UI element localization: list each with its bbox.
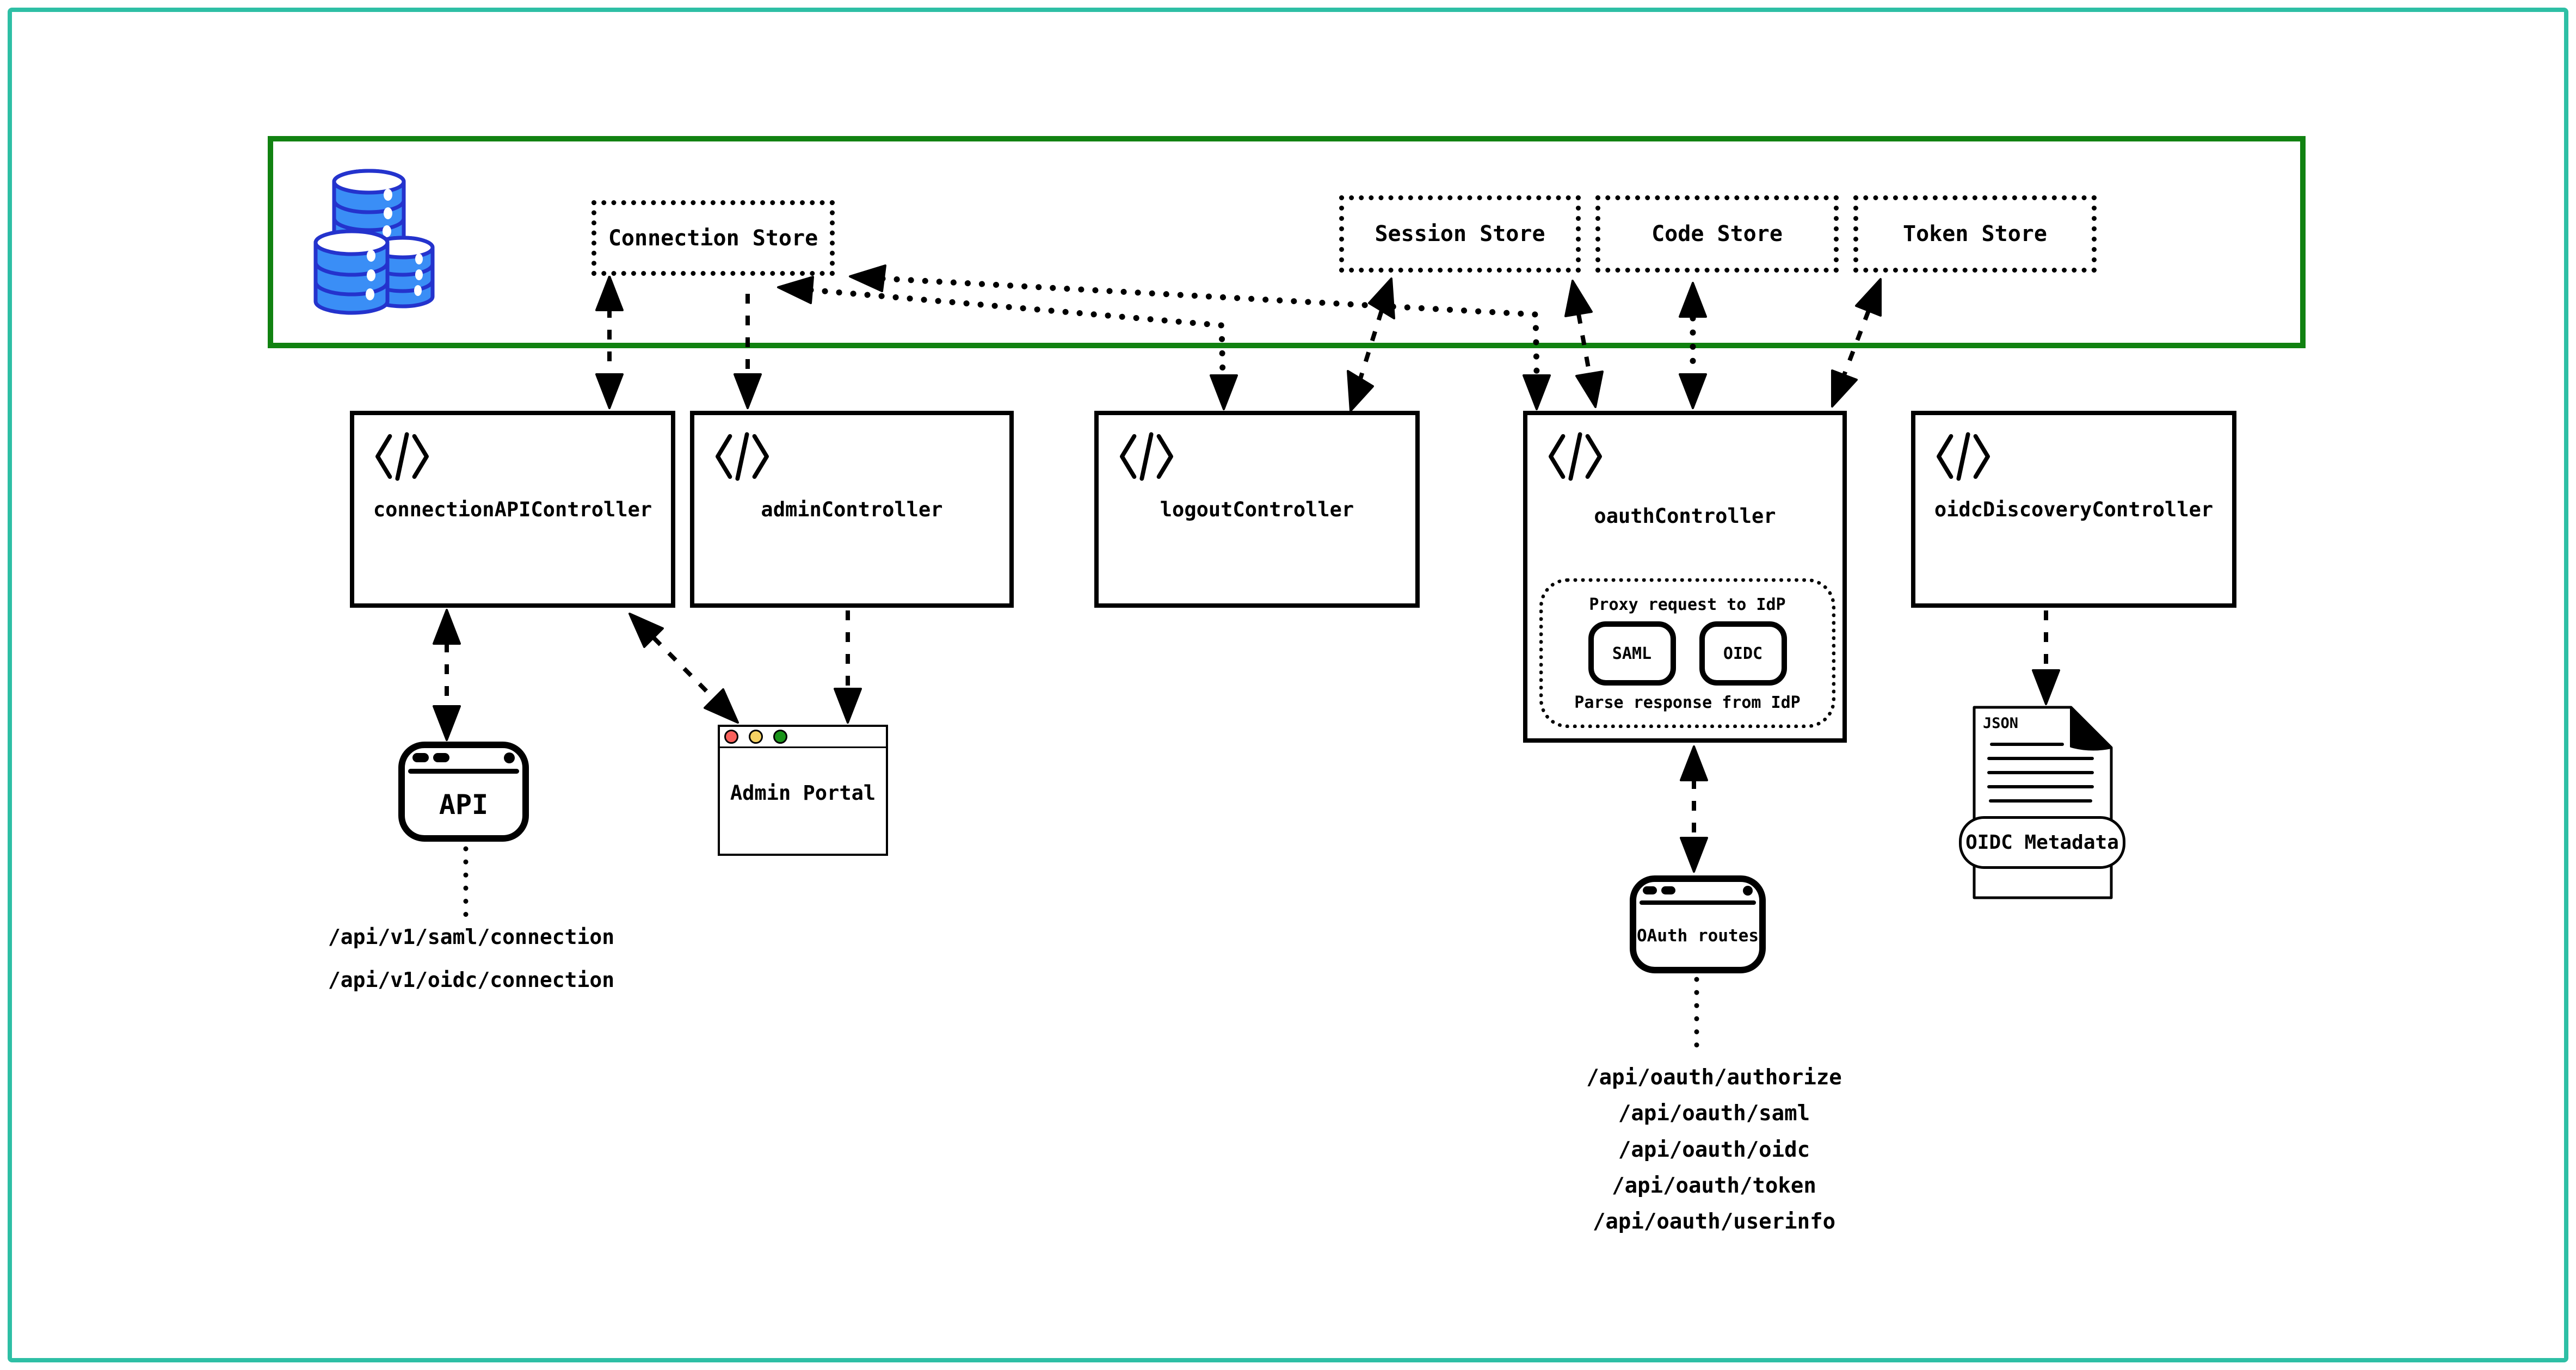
window-bar (408, 769, 519, 774)
api-route-path: /api/v1/saml/connection (328, 925, 615, 949)
arrow-connectionstore-logout (777, 276, 1238, 410)
connection-store-label: Connection Store (608, 225, 818, 251)
token-store-label: Token Store (1903, 221, 2047, 246)
oauth-route-path: /api/oauth/authorize (1586, 1065, 1842, 1090)
token-store-box: Token Store (1853, 195, 2097, 273)
admin-portal-label: Admin Portal (730, 781, 876, 805)
session-store-box: Session Store (1339, 195, 1581, 273)
idp-proxy-box: Proxy request to IdP SAML OIDC Parse res… (1539, 578, 1835, 728)
arrow-sessionstore-oauth (1564, 280, 1604, 408)
arrow-oidcdiscovery-document (2032, 610, 2060, 705)
code-icon (1120, 432, 1173, 481)
window-dot-icon (1661, 886, 1675, 894)
code-icon (716, 432, 769, 481)
database-cylinder-left (313, 229, 390, 315)
api-window-label: API (439, 788, 489, 820)
logout-controller-label: logoutController (1160, 497, 1354, 521)
oidc-discovery-controller-box: oidcDiscoveryController (1911, 411, 2236, 608)
outer-frame (8, 8, 2568, 1362)
admin-controller-box: adminController (690, 411, 1014, 608)
oauth-route-path: /api/oauth/userinfo (1592, 1209, 1836, 1234)
window-dot-icon (504, 752, 515, 763)
arrow-connectionstore-oauth (849, 264, 1551, 410)
connection-store-box: Connection Store (591, 200, 835, 276)
arrow-connectionapi-adminportal (628, 613, 739, 724)
session-store-label: Session Store (1375, 221, 1545, 246)
proxy-request-label: Proxy request to IdP (1589, 595, 1786, 614)
code-icon (375, 432, 429, 481)
oauth-route-path: /api/oauth/saml (1618, 1101, 1810, 1126)
close-icon (724, 730, 738, 744)
saml-box: SAML (1588, 621, 1676, 686)
arrow-admin-adminportal (834, 610, 862, 724)
code-store-label: Code Store (1651, 221, 1783, 246)
window-dot-icon (412, 753, 429, 762)
code-store-box: Code Store (1595, 195, 1839, 273)
arrow-connectionstore-connectionapi (595, 275, 624, 409)
arrow-oauth-oauthroutes (1680, 745, 1708, 873)
oauth-route-path: /api/oauth/token (1612, 1174, 1816, 1198)
arrow-tokenstore-oauth (1831, 278, 1882, 408)
arrow-connectionstore-admin (734, 294, 762, 409)
oauth-route-path: /api/oauth/oidc (1618, 1138, 1810, 1162)
admin-controller-label: adminController (761, 497, 943, 521)
arrow-sessionstore-logout (1347, 277, 1395, 412)
maximize-icon (773, 730, 787, 744)
window-dot-icon (1743, 886, 1753, 896)
oauth-routes-window-label: OAuth routes (1637, 926, 1759, 946)
oauth-routes-window: OAuth routes (1630, 875, 1766, 973)
arrow-connectionapi-api-window (433, 609, 461, 741)
arrow-codestore-oauth (1679, 282, 1707, 409)
code-icon (1549, 432, 1602, 481)
oidc-discovery-controller-label: oidcDiscoveryController (1934, 497, 2214, 521)
database-stack-icon (313, 169, 435, 315)
window-bar (1640, 900, 1756, 905)
window-dot-icon (1643, 886, 1657, 894)
minimize-icon (749, 730, 763, 744)
api-route-path: /api/v1/oidc/connection (328, 968, 615, 992)
database-cylinder-top (332, 169, 406, 249)
parse-response-label: Parse response from IdP (1574, 693, 1801, 712)
oauth-controller-box: oauthController Proxy request to IdP SAM… (1523, 411, 1847, 743)
admin-portal-window: Admin Portal (718, 725, 888, 856)
logout-controller-box: logoutController (1094, 411, 1420, 608)
connection-api-controller-label: connectionAPIController (373, 497, 652, 521)
window-dot-icon (433, 753, 449, 762)
protocol-row: SAML OIDC (1543, 621, 1832, 686)
oauth-controller-label: oauthController (1594, 504, 1776, 528)
json-file-type-label: JSON (1983, 715, 2019, 732)
oidc-box: OIDC (1699, 621, 1787, 686)
admin-portal-titlebar (720, 727, 886, 748)
oidc-metadata-banner: OIDC Metadata (1959, 816, 2125, 869)
code-icon (1937, 432, 1990, 481)
oidc-metadata-document-icon (1973, 706, 2113, 899)
connection-api-controller-box: connectionAPIController (350, 411, 675, 608)
api-window: API (398, 742, 529, 842)
